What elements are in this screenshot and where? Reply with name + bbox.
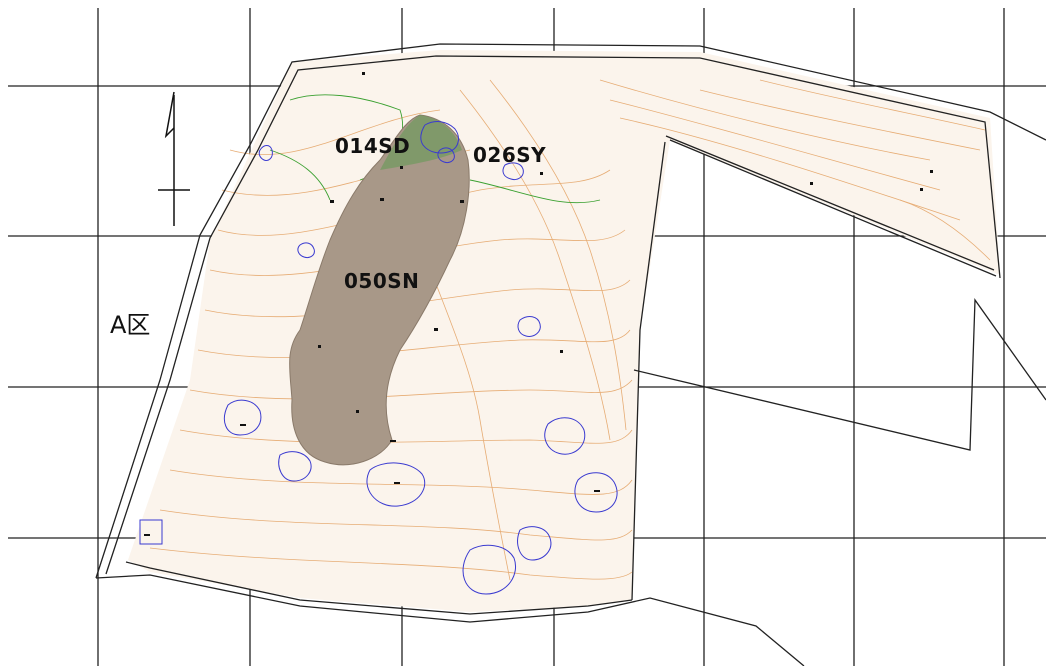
survey-area [128, 50, 1000, 612]
area-label: A区 [110, 311, 151, 339]
feature-label-050sn: 050SN [344, 269, 420, 293]
site-boundary [95, 43, 1046, 666]
feature-050sn-green-rim [380, 115, 462, 170]
north-arrow-icon [158, 91, 190, 226]
feature-label-026sy: 026SY [473, 143, 547, 167]
pit-outlines [139, 121, 618, 595]
feature-label-014sd: 014SD [335, 134, 411, 158]
survey-points [144, 72, 933, 536]
feature-050sn-shape [289, 114, 470, 466]
